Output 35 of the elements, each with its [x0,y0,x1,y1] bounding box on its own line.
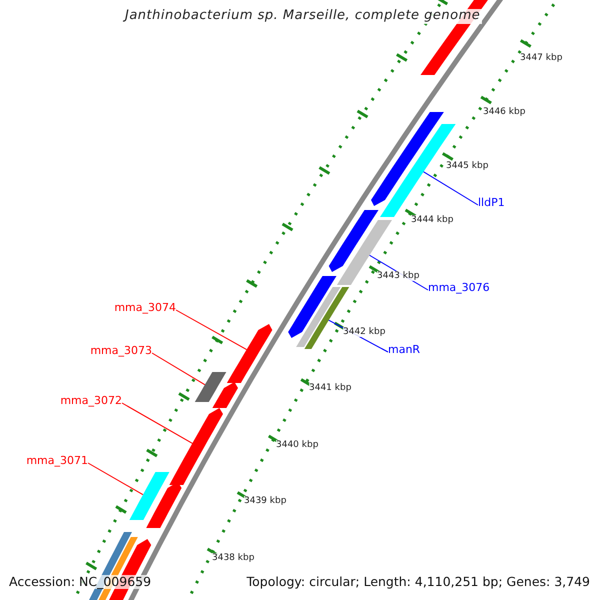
gene-label: mma_3076 [428,282,490,295]
gene-feature-bar [194,372,226,402]
gene-label: mma_3072 [60,395,122,408]
scale-label: 3442 kbp [343,327,386,338]
leader-line [152,352,206,386]
leader-line [88,462,144,496]
scale-label: 3445 kbp [446,161,488,172]
scale-label: 3446 kbp [483,107,526,118]
scale-label: 3439 kbp [244,496,286,506]
scale-label: 3444 kbp [411,215,454,226]
accession-note: Accession: NC_009659 [9,575,152,590]
gene-label: mma_3071 [26,455,88,468]
gene-feature-bar [212,382,238,408]
leader-line [122,402,194,444]
gene-feature-bar [371,112,444,206]
gene-label: lldP1 [478,197,505,210]
gene-feature-bar [169,408,223,485]
gene-feature-bar [146,482,182,528]
gene-feature-bar [288,276,336,338]
scale-label: 3440 kbp [276,440,318,450]
scale-label: 3447 kbp [520,53,562,64]
gene-label: manR [388,344,420,357]
title: Janthinobacterium sp. Marseille, complete genome [123,9,482,24]
scale-label: 3443 kbp [377,271,420,282]
leader-line [176,310,248,350]
gene-feature-bar [328,210,378,272]
gene-feature-bar [296,287,341,347]
gene-label: mma_3073 [90,345,152,358]
gene-label: mma_3074 [114,302,176,315]
gene-feature-bar [226,324,272,383]
gene-feature-bar [129,472,170,520]
scale-label: 3441 kbp [309,383,352,394]
leader-line [422,171,478,206]
genome-info: Topology: circular; Length: 4,110,251 bp; Genes: 3,749 [246,575,590,590]
scale-label: 3438 kbp [212,553,254,564]
